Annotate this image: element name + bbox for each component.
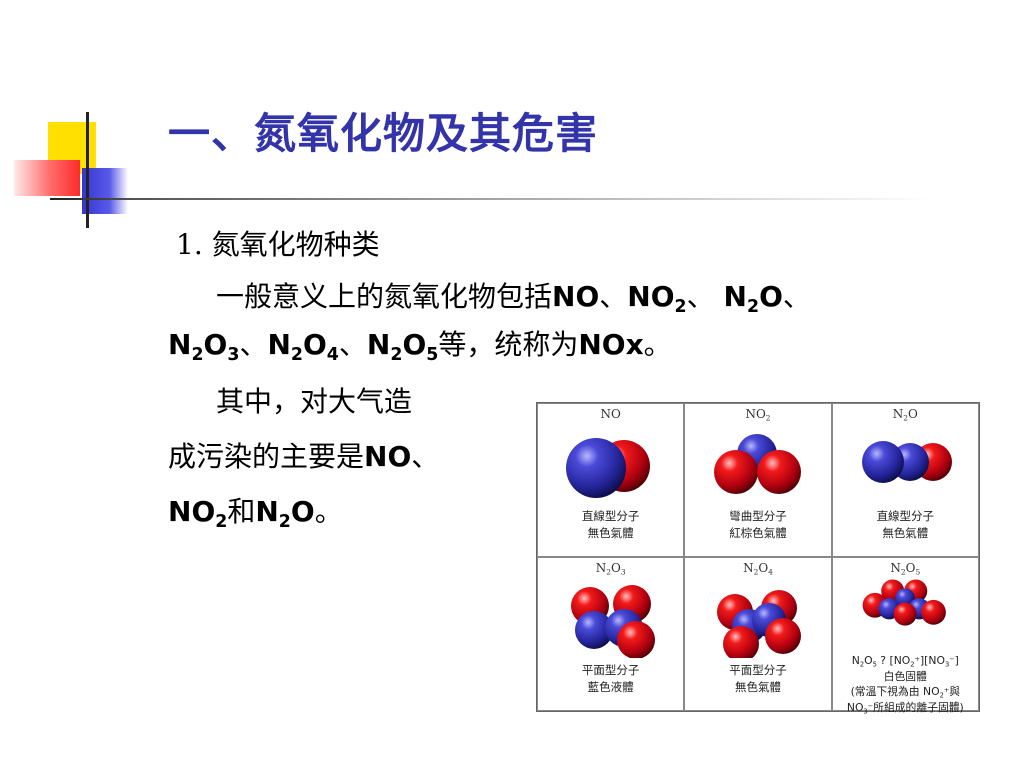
molecule-description: 平面型分子無色氣體	[685, 662, 830, 695]
molecule-state: 藍色液體	[587, 679, 634, 694]
molecule-formula: N2O5	[890, 561, 921, 577]
oxygen-atom	[617, 621, 655, 658]
paragraph-1-line-2: N2O3、N2O4、N2O5等，统称为NOx。	[168, 328, 672, 366]
no2-molecule-model	[714, 434, 802, 494]
formula-no2: NO2	[627, 280, 687, 318]
nitrogen-atom	[895, 588, 915, 608]
oxygen-atom	[723, 626, 760, 658]
molecule-cell-n2o5: N2O5 N2O5 ? [NO2+][NO3−] 白色固體 (常溫下視為由 NO…	[831, 557, 979, 715]
separator: 、	[599, 280, 628, 313]
molecule-cell-n2o3: N2O3 平面型分子藍色液體	[537, 557, 685, 711]
separator: 、	[782, 280, 811, 313]
n2o3-molecule-model	[571, 585, 655, 658]
molecule-cell-n2o4: N2O4 平面型分子無色氣體	[684, 557, 832, 711]
separator: 、	[239, 328, 268, 361]
molecule-cell-n2o: N2O 直線型分子無色氣體	[831, 403, 979, 557]
molecule-description: 彎曲型分子紅棕色氣體	[685, 508, 830, 541]
molecule-description: 平面型分子藍色液體	[538, 662, 683, 695]
period: 。	[643, 328, 672, 361]
formula-n2o3: N2O3	[168, 328, 240, 366]
title-underline	[50, 198, 930, 200]
n2o5-molecule-model	[862, 579, 946, 626]
n2o-molecule-model	[861, 441, 952, 483]
molecule-formula: NO	[600, 407, 621, 421]
para1-lead: 一般意义上的氮氧化物包括	[216, 280, 553, 313]
paragraph-2-line-3: NO2和N2O。	[168, 495, 343, 533]
molecule-cell-no2: NO2 彎曲型分子紅棕色氣體	[684, 403, 832, 557]
molecule-shape: 平面型分子	[581, 663, 640, 677]
decor-vertical-line	[86, 112, 89, 228]
conjunction: 和	[227, 495, 256, 528]
section-heading: 1. 氮氧化物种类	[176, 228, 380, 261]
nitrogen-atom	[861, 441, 904, 483]
molecule-shape: 直線型分子	[876, 509, 935, 523]
para1-tail: 等，统称为	[438, 328, 579, 361]
molecule-shape: 平面型分子	[729, 663, 787, 677]
molecule-shape: 直線型分子	[581, 509, 640, 523]
period: 。	[314, 495, 343, 528]
molecule-formula: N2O4	[743, 561, 773, 577]
molecule-note-line-1: (常溫下視為由 NO2+與	[850, 685, 961, 700]
formula-n2o4: N2O4	[267, 328, 339, 366]
separator: 、	[338, 328, 367, 361]
paragraph-2-line-2: 成污染的主要是NO、	[168, 440, 439, 474]
n2o4-molecule-model	[717, 590, 802, 658]
molecule-note-line-2: NO3−所組成的離子固體)	[846, 700, 964, 716]
oxygen-atom	[893, 602, 917, 626]
formula-no-main: NO	[364, 440, 412, 473]
oxygen-atom	[757, 450, 802, 494]
molecule-state: 無色氣體	[587, 525, 634, 540]
paragraph-1-line-1: 一般意义上的氮氧化物包括NO、NO2、 N2O、	[216, 280, 811, 318]
no-molecule-model	[566, 438, 650, 498]
molecule-formula: NO2	[745, 407, 771, 423]
decor-blue-square	[82, 168, 128, 214]
nitrogen-atom	[575, 611, 613, 649]
molecule-formula: N2O	[892, 407, 918, 423]
formula-nox: NOx	[578, 328, 644, 361]
molecule-formula: N2O3	[595, 561, 626, 577]
separator: 、	[686, 280, 715, 313]
molecule-ionic-note: N2O5 ? [NO2+][NO3−]	[851, 654, 959, 669]
molecule-description: 直線型分子無色氣體	[538, 508, 683, 541]
oxygen-atom	[765, 618, 802, 654]
para2-lead: 成污染的主要是	[168, 440, 365, 473]
molecule-state: 無色氣體	[882, 525, 929, 540]
molecule-description: 直線型分子無色氣體	[833, 508, 978, 541]
separator: 、	[411, 440, 440, 473]
decor-red-bar	[14, 160, 80, 196]
paragraph-2-line-1: 其中，对大气造	[216, 385, 413, 418]
molecule-shape: 彎曲型分子	[729, 509, 787, 523]
oxygen-atom	[714, 450, 759, 494]
formula-n2o: N2O	[723, 280, 783, 318]
molecule-description: N2O5 ? [NO2+][NO3−] 白色固體 (常溫下視為由 NO2+與 N…	[833, 653, 978, 716]
molecule-cell-no: NO 直線型分子無色氣體	[537, 403, 685, 557]
molecule-table: NO 直線型分子無色氣體 NO2 彎曲型分子紅棕色氣體 N2O 直線型分子無色氣…	[536, 402, 980, 715]
formula-n2o-main: N2O	[255, 495, 315, 533]
molecule-state: 紅棕色氣體	[729, 525, 787, 540]
formula-no2-main: NO2	[168, 495, 228, 533]
formula-n2o5: N2O5	[366, 328, 439, 366]
molecule-state: 白色固體	[883, 669, 927, 683]
oxygen-atom	[920, 599, 946, 625]
slide-title: 一、氮氧化物及其危害	[168, 109, 599, 158]
formula-no: NO	[552, 280, 600, 313]
molecule-state: 無色氣體	[734, 679, 781, 694]
nitrogen-atom	[566, 438, 626, 498]
